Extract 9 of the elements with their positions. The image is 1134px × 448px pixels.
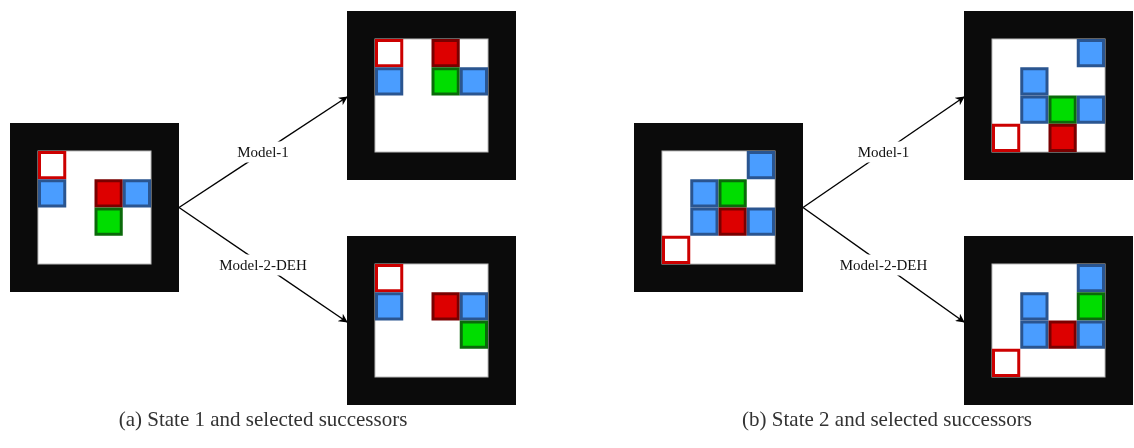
edge-label: Model-2-DEH: [216, 254, 310, 276]
grid-world-drawing: [634, 123, 803, 292]
grid-world-drawing: [10, 123, 179, 292]
figure-caption: (b) State 2 and selected successors: [742, 407, 1032, 432]
grid-world-drawing: [964, 11, 1133, 180]
grid-world-drawing: [964, 236, 1133, 405]
grid-world-drawing: [347, 236, 516, 405]
grid-world-drawing: [347, 11, 516, 180]
figure-caption: (a) State 1 and selected successors: [118, 407, 408, 432]
